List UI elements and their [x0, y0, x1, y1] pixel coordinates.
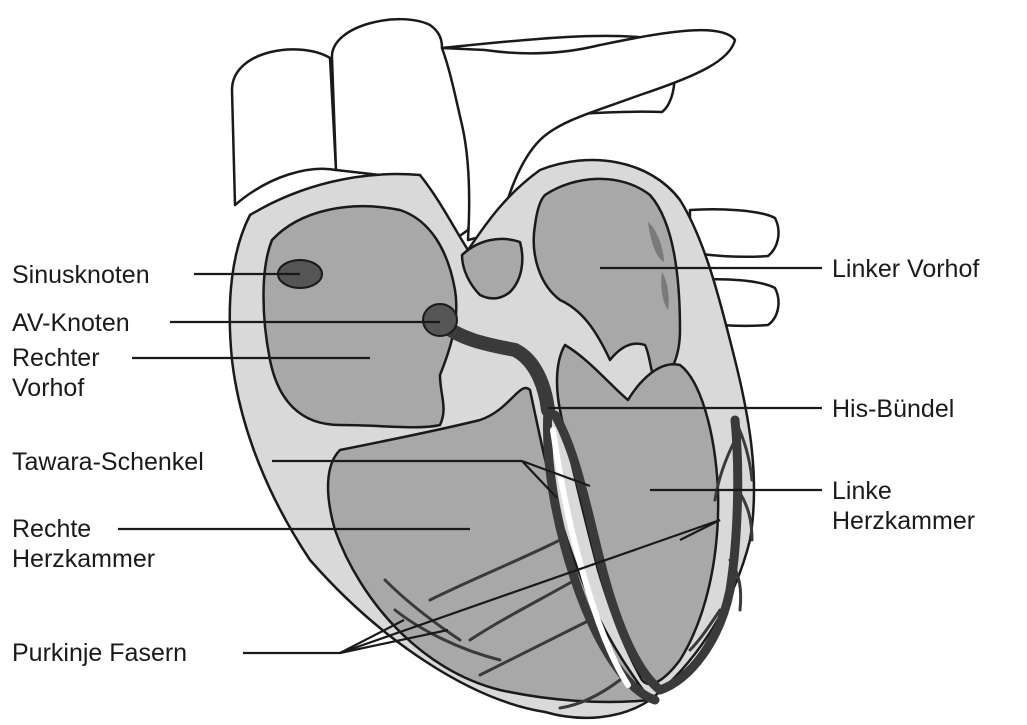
label-rechter-vorhof-line2: Vorhof: [12, 374, 84, 402]
label-rechter-vorhof-line1: Rechter: [12, 344, 100, 372]
label-rechte-herzkammer-line2: Herzkammer: [12, 545, 155, 573]
label-sinusknoten: Sinusknoten: [12, 261, 150, 289]
av-node: [423, 304, 457, 336]
superior-vena-cava: [232, 49, 336, 205]
label-purkinje-fasern: Purkinje Fasern: [12, 639, 187, 667]
label-rechte-herzkammer-line1: Rechte: [12, 515, 91, 543]
label-his-buendel: His-Bündel: [832, 395, 954, 423]
label-tawara-schenkel: Tawara-Schenkel: [12, 448, 204, 476]
label-av-knoten: AV-Knoten: [12, 309, 130, 337]
label-linke-herzkammer-line1: Linke: [832, 477, 892, 505]
label-linker-vorhof: Linker Vorhof: [832, 255, 979, 283]
label-linke-herzkammer-line2: Herzkammer: [832, 507, 975, 535]
